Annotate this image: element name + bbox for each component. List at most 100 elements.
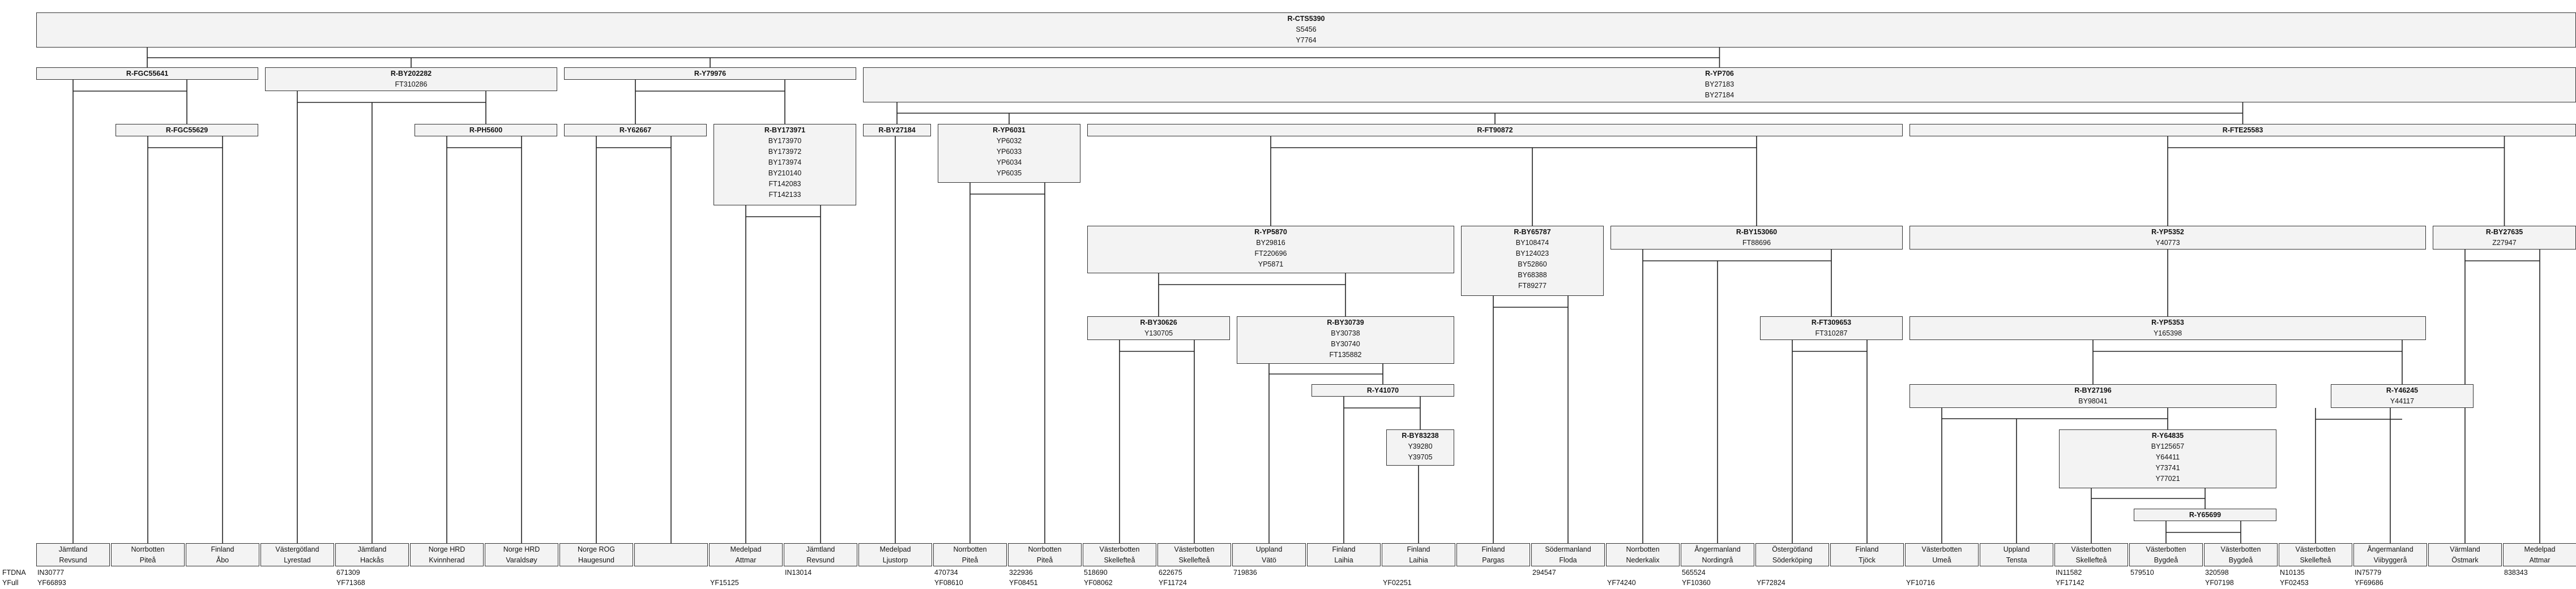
ftdna-kit-id: 320598 bbox=[2205, 569, 2229, 577]
leaf-parish: Ljustorp bbox=[882, 556, 908, 564]
leaf-region: Västerbotten bbox=[2220, 545, 2261, 553]
ftdna-kit-id: 565524 bbox=[1682, 569, 1706, 577]
snp-label: BY29816 bbox=[1256, 239, 1285, 247]
leaf-region: Jämtland bbox=[58, 545, 88, 553]
ftdna-kit-id: 719836 bbox=[1233, 569, 1257, 577]
leaf-region: Uppland bbox=[1255, 545, 1283, 553]
leaf-parish: Piteå bbox=[962, 556, 979, 564]
node-title: R-YP5353 bbox=[2151, 319, 2184, 326]
yfull-kit-id: YF72824 bbox=[1757, 579, 1785, 587]
node-title: R-BY27184 bbox=[878, 126, 916, 134]
node-title: R-PH5600 bbox=[469, 126, 503, 134]
snp-label: FT220696 bbox=[1254, 250, 1287, 257]
snp-label: BY125657 bbox=[2151, 442, 2185, 450]
snp-label: Y77021 bbox=[2155, 475, 2180, 483]
snp-label: BY98041 bbox=[2078, 397, 2108, 405]
snp-label: BY27184 bbox=[1704, 91, 1735, 99]
snp-label: YP6034 bbox=[996, 158, 1022, 166]
node-r-y65699: R-Y65699 bbox=[2134, 509, 2276, 521]
node-title: R-BY65787 bbox=[1514, 228, 1551, 236]
leaf-parish: Laihia bbox=[1334, 556, 1353, 564]
leaf-region: Finland bbox=[211, 545, 234, 553]
leaf-region: Jämtland bbox=[806, 545, 835, 553]
node-title: R-YP6031 bbox=[993, 126, 1026, 134]
snp-label: BY30740 bbox=[1331, 340, 1360, 348]
leaf-region: Ångermanland bbox=[1694, 545, 1741, 553]
node-title: R-Y46245 bbox=[2386, 386, 2419, 394]
leaf-region: Västerbotten bbox=[1099, 545, 1140, 553]
yfull-kit-id: YF08062 bbox=[1084, 579, 1113, 587]
leaf-parish: Östmark bbox=[2451, 556, 2479, 564]
leaf-region: Norrbotten bbox=[1028, 545, 1062, 553]
leaf-parish: Kvinnherad bbox=[429, 556, 465, 564]
snp-label: S5456 bbox=[1296, 25, 1317, 33]
snp-label: YP5871 bbox=[1258, 260, 1284, 268]
leaf-parish: Nordingrå bbox=[1702, 556, 1733, 564]
leaf-region: Finland bbox=[1481, 545, 1505, 553]
leaf-parish: Tjöck bbox=[1859, 556, 1876, 564]
leaf-parish: Piteå bbox=[1036, 556, 1053, 564]
leaf-region: Norrbotten bbox=[953, 545, 987, 553]
snp-label: BY210140 bbox=[768, 169, 802, 177]
leaf-region: Jämtland bbox=[357, 545, 387, 553]
leaf-region: Västerbotten bbox=[2146, 545, 2186, 553]
leaf-parish: Revsund bbox=[59, 556, 87, 564]
leaf-region: Ångermanland bbox=[2367, 545, 2413, 553]
snp-label: FT310286 bbox=[395, 80, 428, 88]
snp-label: BY52860 bbox=[1518, 260, 1547, 268]
leaf-region: Norge HRD bbox=[503, 545, 540, 553]
node-title: R-FT90872 bbox=[1477, 126, 1513, 134]
snp-label: BY27183 bbox=[1704, 80, 1735, 88]
leaf-region: Västerbotten bbox=[2295, 545, 2336, 553]
node-r-fte25583: R-FTE25583 bbox=[1909, 124, 2576, 136]
snp-label: Y130705 bbox=[1144, 329, 1173, 337]
leaf-parish: Skellefteå bbox=[1178, 556, 1210, 564]
yfull-kit-id: YF10716 bbox=[1906, 579, 1935, 587]
node-title: R-Y64835 bbox=[2151, 432, 2184, 440]
leaf-region: Finland bbox=[1332, 545, 1356, 553]
leaf-parish: Haugesund bbox=[578, 556, 614, 564]
leaf-region: Uppland bbox=[2003, 545, 2030, 553]
ftdna-kit-id: 671309 bbox=[336, 569, 360, 577]
node-title: R-BY27635 bbox=[2485, 228, 2523, 236]
yfull-kit-id: YF02453 bbox=[2280, 579, 2309, 587]
leaf-region: Medelpad bbox=[2524, 545, 2556, 553]
node-title: R-YP706 bbox=[1705, 70, 1734, 78]
leaf-parish: Piteå bbox=[139, 556, 156, 564]
leaf-parish: Floda bbox=[1559, 556, 1577, 564]
node-title: R-BY27196 bbox=[2074, 386, 2112, 394]
yfull-kit-id: YF07198 bbox=[2205, 579, 2234, 587]
node-title: R-FT309653 bbox=[1811, 319, 1852, 326]
leaf-box bbox=[634, 543, 708, 566]
ftdna-kit-id: 622675 bbox=[1159, 569, 1182, 577]
leaf-parish: Pargas bbox=[1482, 556, 1505, 564]
node-title: R-BY202282 bbox=[390, 70, 432, 78]
node-title: R-CTS5390 bbox=[1287, 15, 1325, 23]
snp-label: BY124023 bbox=[1515, 250, 1549, 257]
